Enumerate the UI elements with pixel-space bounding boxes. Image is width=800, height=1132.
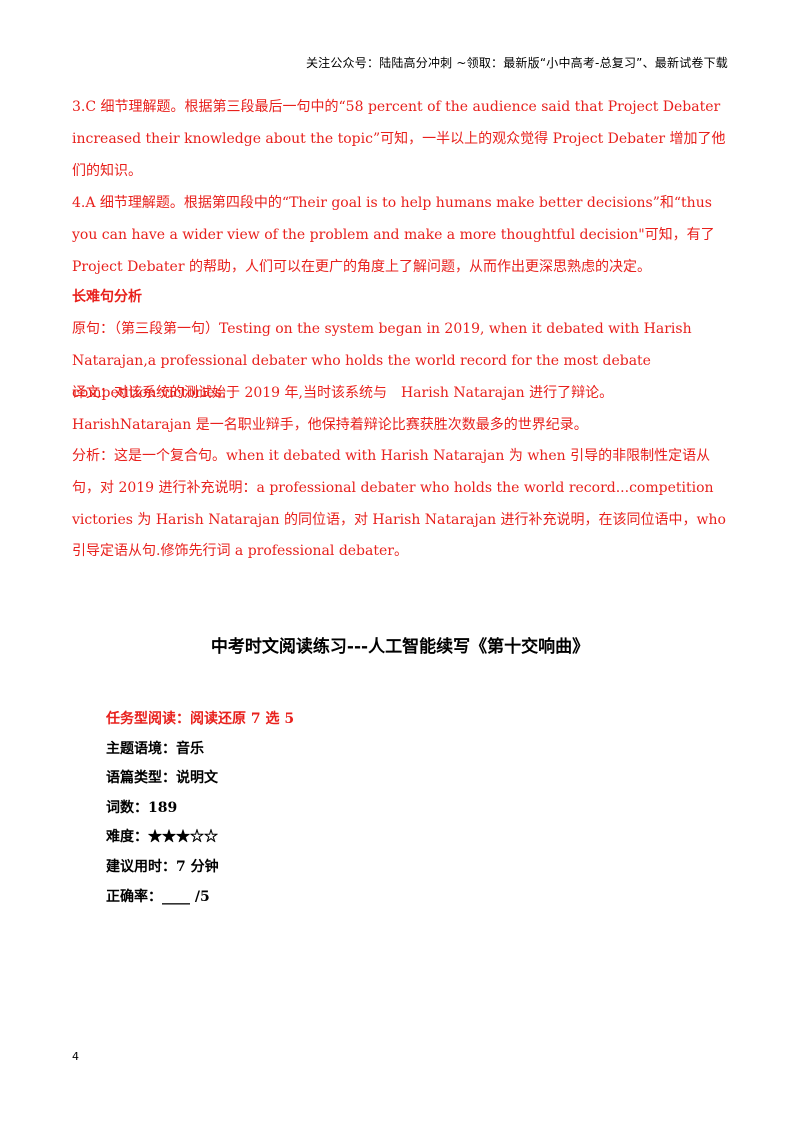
- word-count: 词数：189: [106, 799, 178, 816]
- answer-4-explanation: 4.A 细节理解题。根据第四段中的“Their goal is to help …: [72, 195, 715, 275]
- analysis-explanation: 分析：这是一个复合句。when it debated with Harish N…: [72, 448, 726, 560]
- answer-3-explanation: 3.C 细节理解题。根据第三段最后一句中的“58 percent of the …: [72, 99, 726, 179]
- section-title: 中考时文阅读练习---人工智能续写《第十交响曲》: [210, 637, 590, 657]
- text-genre: 语篇类型：说明文: [106, 770, 218, 787]
- difficulty-rating: 难度：★★★☆☆: [106, 829, 218, 846]
- exercise-info: 任务型阅读：阅读还原 7 选 5 主题语境：音乐 语篇类型：说明文 词数：189…: [106, 705, 294, 912]
- analysis-original-sentence: 原句：（第三段第一句）Testing on the system began i…: [72, 321, 692, 401]
- task-type: 任务型阅读：阅读还原 7 选 5: [106, 711, 295, 727]
- accuracy-rate: 正确率：____ /5: [106, 888, 210, 905]
- page-header: 关注公众号：陆陆高分冲刺 ~领取：最新版“小中高考-总复习”、最新试卷下载: [305, 56, 728, 70]
- analysis-heading: 长难句分析: [72, 289, 142, 305]
- theme-context: 主题语境：音乐: [106, 740, 204, 757]
- suggested-time: 建议用时：7 分钟: [106, 858, 219, 875]
- analysis-translation: 译文：对该系统的测试始于 2019 年,当时该系统与 Harish Natara…: [72, 385, 614, 433]
- page-number: 4: [72, 1050, 79, 1063]
